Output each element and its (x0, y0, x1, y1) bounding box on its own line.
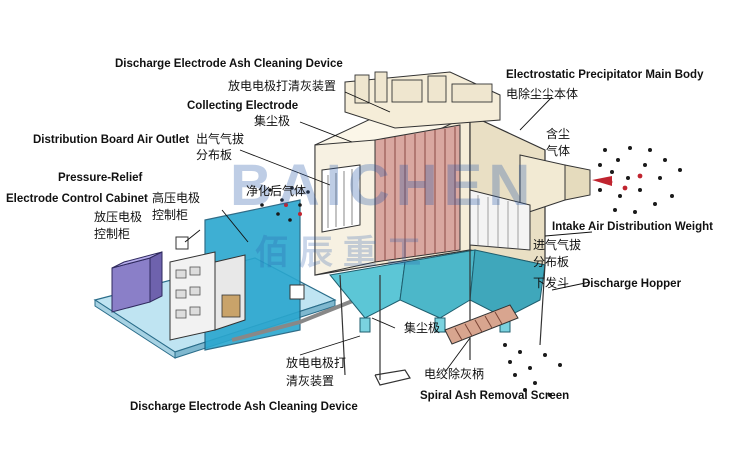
label-spiral-zh: 电绞除灰柄 (424, 367, 485, 381)
label-hv-zh1: 高压电极 (152, 191, 201, 205)
label-main-body-en: Electrostatic Precipitator Main Body (506, 69, 704, 81)
label-hv-zh2: 控制柜 (152, 208, 189, 222)
label-distribution-en: Distribution Board Air Outlet (33, 134, 190, 146)
label-collecting-en: Collecting Electrode (187, 100, 299, 112)
label-discharge-bottom-zh2: 清灰装置 (286, 374, 335, 388)
label-electrode-en: Electrode Control Cabinet (6, 193, 148, 205)
label-discharge-bottom-zh1: 放电电极打 (286, 356, 347, 370)
label-distribution-zh1: 出气气拔 (196, 132, 245, 146)
discharge-hopper-2 (399, 249, 476, 319)
leader-lines (184, 91, 593, 373)
label-main-body-zh: 电除尘尘本体 (506, 87, 579, 101)
watermark-logo: BAICHEN (230, 153, 537, 218)
label-collecting-zh: 集尘极 (254, 114, 291, 128)
watermark-chinese: 佰辰重工 (255, 233, 431, 273)
label-pressure-en: Pressure-Relief (58, 172, 143, 184)
label-distribution-zh2: 分布板 (196, 148, 233, 162)
label-clean-gas: 净化后气体 (246, 184, 307, 198)
label-hopper-zh: 下发斗 (533, 276, 570, 290)
label-dust-zh2: 气体 (546, 144, 571, 158)
label-dust-zh1: 含尘 (546, 127, 571, 141)
label-discharge-top-en: Discharge Electrode Ash Cleaning Device (115, 58, 343, 70)
label-intake-zh1: 进气气拔 (533, 238, 582, 252)
label-collect-bottom-zh: 集尘极 (404, 321, 441, 335)
label-intake-zh2: 分布板 (533, 255, 570, 269)
label-relief-zh2: 控制柜 (94, 227, 131, 241)
label-discharge-bottom-en: Discharge Electrode Ash Cleaning Device (130, 401, 358, 413)
discharge-hopper-3 (469, 249, 546, 319)
label-discharge-top-zh: 放电电极打清灰装置 (228, 79, 337, 93)
spiral-conveyor (444, 304, 519, 345)
label-hopper-en: Discharge Hopper (582, 278, 682, 290)
label-relief-zh1: 放压电极 (94, 210, 143, 224)
dust-particles (598, 146, 682, 214)
label-spiral-en: Spiral Ash Removal Screen (420, 390, 570, 402)
label-intake-en: Intake Air Distribution Weight (552, 221, 714, 233)
